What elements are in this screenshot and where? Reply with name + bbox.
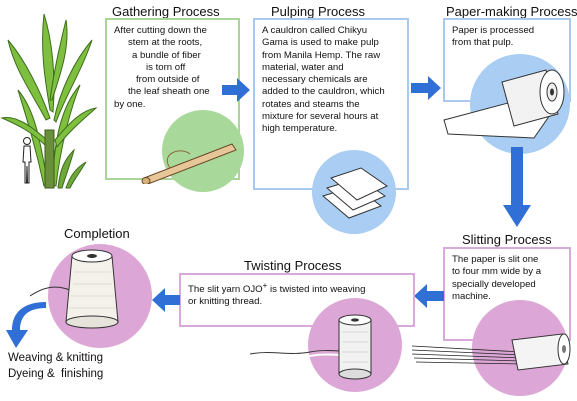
- pulping-title: Pulping Process: [271, 4, 365, 19]
- slitting-line: specially developed: [452, 278, 536, 290]
- pulping-line: from Manila Hemp. The raw: [262, 49, 381, 61]
- twisting-line-2: or knitting thread.: [188, 296, 263, 308]
- ojo-plus-superscript: +: [262, 281, 268, 290]
- arrow-right-icon: [411, 76, 441, 100]
- twisting-text-suffix: is twisted into weaving: [267, 284, 366, 296]
- slitting-line: to four mm wide by a: [452, 266, 542, 278]
- pulping-line: Gama is used to make pulp: [262, 37, 379, 49]
- person-silhouette-icon: [20, 136, 34, 186]
- gathering-line: from outside of: [136, 74, 200, 86]
- twisting-title: Twisting Process: [244, 258, 342, 273]
- gathering-line: the leaf sheath one: [128, 86, 210, 98]
- slitting-title: Slitting Process: [462, 232, 552, 247]
- slitting-line: machine.: [452, 290, 491, 302]
- yarn-cone-icon: [30, 244, 140, 334]
- gathering-line: a bundle of fiber: [132, 49, 201, 61]
- thread-spool-icon: [336, 312, 374, 382]
- twisting-line-1: The slit yarn OJO+ is twisted into weavi…: [188, 280, 406, 296]
- slitting-line: The paper is slit one: [452, 254, 539, 265]
- paper-roll-icon: [442, 62, 572, 142]
- banana-plant-illustration: [0, 0, 100, 200]
- papermaking-line: Paper is processed: [452, 25, 535, 36]
- pulp-sheets-icon: [315, 156, 395, 226]
- pulping-line: high temperature.: [262, 123, 338, 135]
- gathering-line: is torn off: [146, 61, 186, 73]
- pulping-line: A cauldron called Chikyu: [262, 25, 368, 36]
- arrow-down-icon: [503, 147, 531, 227]
- pulping-line: mixture for several hours at: [262, 111, 379, 123]
- gathering-line: by one.: [114, 98, 146, 110]
- arrow-right-icon: [222, 78, 250, 102]
- fiber-stalk-icon: [140, 134, 240, 184]
- gathering-line: After cutting down the: [114, 25, 207, 36]
- papermaking-line: from that pulp.: [452, 37, 514, 49]
- curved-arrow-down-left-icon: [6, 302, 46, 348]
- arrow-left-icon: [152, 288, 180, 312]
- completion-output-1: Weaving & knitting: [8, 352, 104, 364]
- pulping-line: material, water and: [262, 61, 344, 73]
- pulping-line: added to the cauldron, which: [262, 86, 385, 98]
- twisting-description-box: The slit yarn OJO+ is twisted into weavi…: [179, 273, 415, 327]
- pulping-line: rotates and steams the: [262, 98, 360, 110]
- completion-title: Completion: [64, 226, 130, 241]
- arrow-left-icon: [414, 284, 444, 308]
- papermaking-title: Paper-making Process: [446, 4, 577, 19]
- slit-paper-roll-icon: [412, 330, 572, 380]
- gathering-line: stem at the roots,: [128, 37, 203, 49]
- pulping-line: necessary chemicals are: [262, 74, 368, 86]
- twisting-text-prefix: The slit yarn OJO: [188, 284, 263, 296]
- gathering-title: Gathering Process: [112, 4, 220, 19]
- completion-output-2: Dyeing & finishing: [8, 368, 104, 380]
